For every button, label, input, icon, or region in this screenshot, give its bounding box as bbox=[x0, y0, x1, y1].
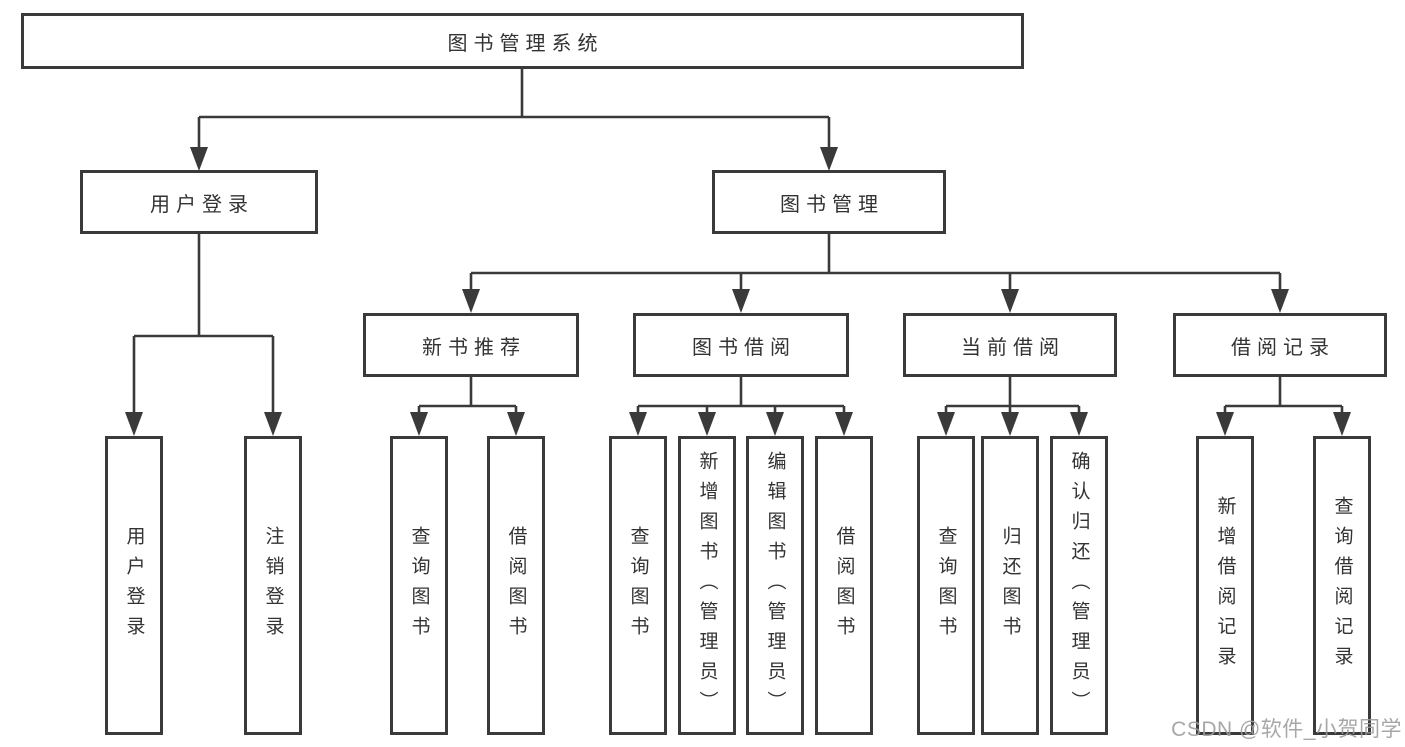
arrow-down-icon bbox=[125, 412, 143, 436]
arrow-down-icon bbox=[1333, 412, 1351, 436]
node-user-login: 用户登录 bbox=[80, 170, 318, 234]
node-leaf-add-books-admin: 新增图书（管理员） bbox=[678, 436, 736, 735]
node-label: 查询图书 bbox=[627, 525, 649, 646]
node-label: 图书管理系统 bbox=[447, 32, 604, 55]
node-label: 确认归还（管理员） bbox=[1068, 450, 1090, 721]
arrow-down-icon bbox=[264, 412, 282, 436]
arrow-down-icon bbox=[410, 412, 428, 436]
csdn-watermark: CSDN @软件_小贺同学 bbox=[1171, 718, 1402, 741]
node-label: 新书推荐 bbox=[422, 336, 526, 359]
arrow-down-icon bbox=[629, 412, 647, 436]
arrow-down-icon bbox=[835, 412, 853, 436]
node-label: 当前借阅 bbox=[961, 336, 1065, 359]
node-label: 新增图书（管理员） bbox=[696, 450, 718, 721]
node-label: 归还图书 bbox=[999, 525, 1021, 646]
arrow-down-icon bbox=[462, 289, 480, 313]
node-borrowing-records: 借阅记录 bbox=[1173, 313, 1387, 377]
node-label: 用户登录 bbox=[150, 193, 254, 216]
connector-lines bbox=[132, 69, 1344, 413]
node-label: 查询借阅记录 bbox=[1331, 495, 1353, 676]
node-book-management: 图书管理 bbox=[712, 170, 946, 234]
node-label: 借阅图书 bbox=[505, 525, 527, 646]
node-leaf-query-books-borrowing: 查询图书 bbox=[609, 436, 667, 735]
node-label: 用户登录 bbox=[123, 525, 145, 646]
arrow-down-icon bbox=[1070, 412, 1088, 436]
node-leaf-return-books: 归还图书 bbox=[981, 436, 1039, 735]
node-leaf-edit-books-admin: 编辑图书（管理员） bbox=[746, 436, 804, 735]
node-label: 图书借阅 bbox=[692, 336, 796, 359]
arrow-down-icon bbox=[1271, 289, 1289, 313]
arrow-down-icon bbox=[190, 147, 208, 171]
arrow-down-icon bbox=[507, 412, 525, 436]
node-leaf-borrow-books-recommend: 借阅图书 bbox=[487, 436, 545, 735]
arrow-down-icon bbox=[698, 412, 716, 436]
node-current-borrowing: 当前借阅 bbox=[903, 313, 1117, 377]
node-library-management-system: 图书管理系统 bbox=[21, 13, 1024, 69]
arrow-down-icon bbox=[937, 412, 955, 436]
node-book-borrowing: 图书借阅 bbox=[633, 313, 849, 377]
node-label: 编辑图书（管理员） bbox=[764, 450, 786, 721]
arrow-down-icon bbox=[732, 289, 750, 313]
node-new-book-recommendation: 新书推荐 bbox=[363, 313, 579, 377]
arrowheads bbox=[125, 147, 1351, 436]
node-leaf-user-login: 用户登录 bbox=[105, 436, 163, 735]
arrow-down-icon bbox=[820, 147, 838, 171]
node-leaf-query-borrow-record: 查询借阅记录 bbox=[1313, 436, 1371, 735]
node-label: 查询图书 bbox=[408, 525, 430, 646]
node-leaf-borrow-books-borrowing: 借阅图书 bbox=[815, 436, 873, 735]
node-label: 查询图书 bbox=[935, 525, 957, 646]
node-leaf-query-books-current: 查询图书 bbox=[917, 436, 975, 735]
node-leaf-query-books-recommend: 查询图书 bbox=[390, 436, 448, 735]
arrow-down-icon bbox=[1001, 289, 1019, 313]
node-leaf-confirm-return-admin: 确认归还（管理员） bbox=[1050, 436, 1108, 735]
arrow-down-icon bbox=[1001, 412, 1019, 436]
node-label: 注销登录 bbox=[262, 525, 284, 646]
node-label: 新增借阅记录 bbox=[1214, 495, 1236, 676]
node-label: 图书管理 bbox=[780, 193, 884, 216]
node-leaf-add-borrow-record: 新增借阅记录 bbox=[1196, 436, 1254, 735]
node-leaf-logout: 注销登录 bbox=[244, 436, 302, 735]
arrow-down-icon bbox=[1216, 412, 1234, 436]
arrow-down-icon bbox=[766, 412, 784, 436]
node-label: 借阅记录 bbox=[1231, 336, 1335, 359]
node-label: 借阅图书 bbox=[833, 525, 855, 646]
